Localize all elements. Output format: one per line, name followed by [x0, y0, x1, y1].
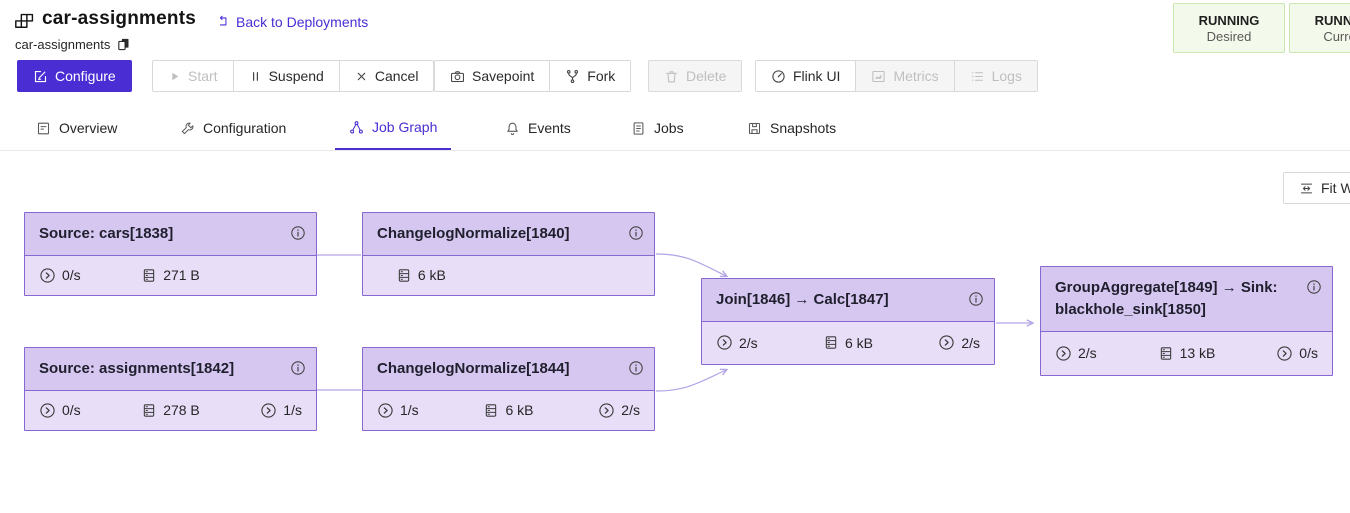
logs-button[interactable]: Logs: [953, 60, 1038, 92]
tab-overview[interactable]: Overview: [22, 106, 131, 150]
info-icon[interactable]: [290, 358, 306, 376]
job-node-changelognormalize-1844[interactable]: ChangelogNormalize[1844] 1/s 6 kB 2/s: [362, 347, 655, 431]
in-rate-stat: 0/s: [39, 402, 127, 419]
chart-icon: [871, 69, 886, 84]
in-rate-stat: 0/s: [39, 267, 127, 284]
in-rate-stat: 2/s: [1055, 345, 1143, 362]
current-state-label: Current: [1323, 28, 1350, 44]
lifecycle-button-group: Start Suspend Cancel: [152, 60, 435, 92]
events-icon: [505, 121, 520, 136]
back-to-deployments-link[interactable]: Back to Deployments: [216, 14, 368, 30]
bytes-stat: 6 kB: [396, 267, 446, 284]
tab-configuration[interactable]: Configuration: [166, 106, 300, 150]
job-node-groupaggregate-sink[interactable]: GroupAggregate[1849] → Sink: blackhole_s…: [1040, 266, 1333, 376]
back-icon: [216, 15, 230, 29]
copy-icon[interactable]: [116, 37, 131, 52]
out-rate-stat: 1/s: [260, 402, 302, 419]
fork-icon: [565, 69, 580, 84]
tab-snapshots[interactable]: Snapshots: [733, 106, 850, 150]
info-icon[interactable]: [628, 358, 644, 376]
metrics-button[interactable]: Metrics: [855, 60, 955, 92]
bytes-stat: 6 kB: [483, 402, 534, 419]
edit-icon: [33, 69, 48, 84]
job-node-title: ChangelogNormalize[1840]: [377, 225, 570, 242]
status-badge-desired: RUNNING Desired: [1173, 3, 1285, 53]
configuration-icon: [180, 121, 195, 136]
deployment-icon: [14, 13, 35, 32]
info-icon[interactable]: [628, 223, 644, 241]
delete-button[interactable]: Delete: [648, 60, 743, 92]
out-rate-stat: 2/s: [938, 334, 980, 351]
bytes-stat: 13 kB: [1158, 345, 1215, 362]
configure-button[interactable]: Configure: [17, 60, 132, 92]
list-icon: [970, 69, 985, 84]
job-node-title: Source: assignments[1842]: [39, 360, 235, 377]
job-node-header: Source: cars[1838]: [25, 213, 316, 256]
fit-window-button[interactable]: Fit Window: [1283, 172, 1350, 204]
cancel-button[interactable]: Cancel: [338, 60, 435, 92]
job-node-title: ChangelogNormalize[1844]: [377, 360, 570, 377]
observability-button-group: Flink UI Metrics Logs: [755, 60, 1038, 92]
fit-width-icon: [1299, 181, 1314, 196]
job-node-source-assignments[interactable]: Source: assignments[1842] 0/s 278 B 1/s: [24, 347, 317, 431]
info-icon[interactable]: [968, 289, 984, 307]
bytes-stat: 271 B: [141, 267, 200, 284]
job-node-header: Join[1846] → Calc[1847]: [702, 279, 994, 322]
pause-icon: [249, 70, 262, 83]
start-button[interactable]: Start: [152, 60, 234, 92]
job-node-stats: 2/s 13 kB 0/s: [1041, 332, 1332, 375]
resource-name: car-assignments: [15, 37, 111, 52]
resource-name-row: car-assignments: [15, 37, 131, 52]
in-rate-stat: 2/s: [716, 334, 804, 351]
job-node-title: Source: cars[1838]: [39, 225, 174, 242]
tab-job-graph[interactable]: Job Graph: [335, 106, 452, 150]
desired-state-value: RUNNING: [1198, 12, 1260, 28]
savepoint-button[interactable]: Savepoint: [434, 60, 551, 92]
bytes-stat: 6 kB: [823, 334, 873, 351]
desired-state-label: Desired: [1206, 28, 1252, 44]
job-node-header: GroupAggregate[1849] → Sink: blackhole_s…: [1041, 267, 1332, 332]
in-rate-stat: 1/s: [377, 402, 465, 419]
flink-ui-button[interactable]: Flink UI: [755, 60, 857, 92]
job-node-stats: 2/s 6 kB 2/s: [702, 322, 994, 364]
close-icon: [355, 70, 368, 83]
current-state-value: RUNNING: [1314, 12, 1350, 28]
tab-bar: Overview Configuration Job Graph Events …: [0, 106, 1350, 151]
job-node-join-calc[interactable]: Join[1846] → Calc[1847] 2/s 6 kB 2/s: [701, 278, 995, 365]
job-node-title: GroupAggregate[1849] → Sink: blackhole_s…: [1055, 279, 1278, 318]
job-graph-icon: [349, 120, 364, 135]
status-badge-current: RUNNING Current: [1289, 3, 1350, 53]
snapshots-icon: [747, 121, 762, 136]
job-node-header: ChangelogNormalize[1844]: [363, 348, 654, 391]
job-node-source-cars[interactable]: Source: cars[1838] 0/s 271 B: [24, 212, 317, 296]
job-node-stats: 0/s 271 B: [25, 256, 316, 295]
camera-icon: [450, 69, 465, 84]
dashboard-icon: [771, 69, 786, 84]
job-node-title: Join[1846] → Calc[1847]: [716, 291, 889, 308]
trash-icon: [664, 69, 679, 84]
suspend-button[interactable]: Suspend: [232, 60, 340, 92]
play-icon: [168, 70, 181, 83]
tab-events[interactable]: Events: [491, 106, 585, 150]
page-title: car-assignments: [42, 8, 197, 29]
job-node-changelognormalize-1840[interactable]: ChangelogNormalize[1840] 6 kB: [362, 212, 655, 296]
job-node-stats: 1/s 6 kB 2/s: [363, 391, 654, 430]
savepoint-button-group: Savepoint Fork: [434, 60, 632, 92]
job-node-stats: 0/s 278 B 1/s: [25, 391, 316, 430]
info-icon[interactable]: [290, 223, 306, 241]
jobs-icon: [631, 121, 646, 136]
tab-jobs[interactable]: Jobs: [617, 106, 698, 150]
out-rate-stat: 0/s: [1276, 345, 1318, 362]
back-link-label: Back to Deployments: [236, 14, 369, 30]
job-node-header: ChangelogNormalize[1840]: [363, 213, 654, 256]
out-rate-stat: 2/s: [598, 402, 640, 419]
job-node-stats: 6 kB: [363, 256, 654, 295]
info-icon[interactable]: [1306, 277, 1322, 295]
bytes-stat: 278 B: [141, 402, 200, 419]
fork-button[interactable]: Fork: [549, 60, 632, 92]
job-node-header: Source: assignments[1842]: [25, 348, 316, 391]
overview-icon: [36, 121, 51, 136]
